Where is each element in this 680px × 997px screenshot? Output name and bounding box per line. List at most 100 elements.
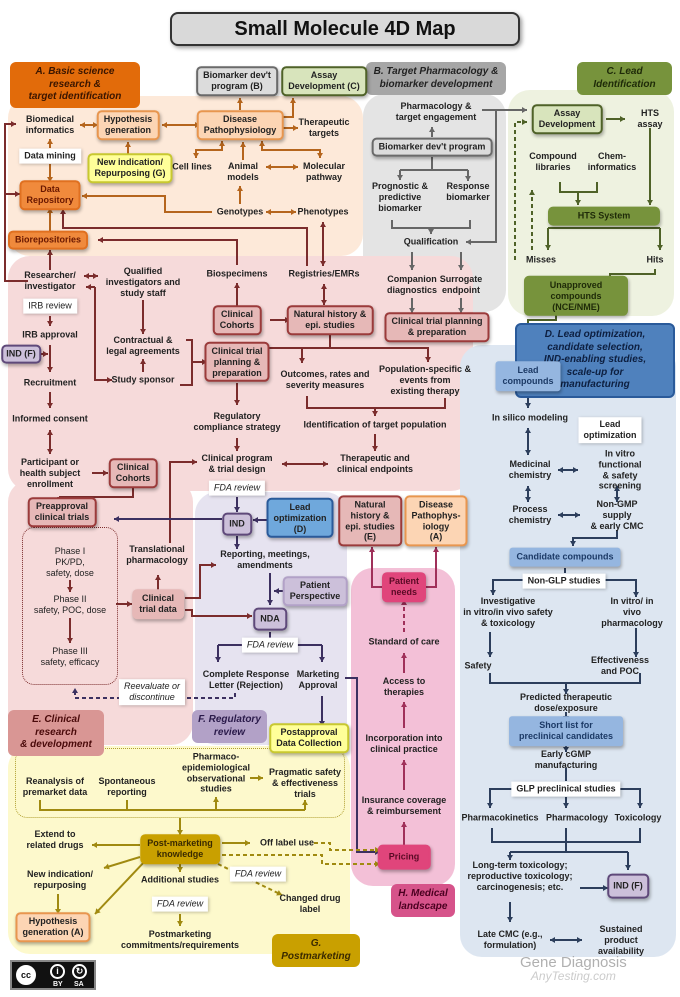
toxicology-node: Toxicology	[614, 812, 662, 823]
therapeutic-targets-node: Therapeutic targets	[298, 117, 350, 138]
candidate-compounds-node: Candidate compounds	[509, 547, 621, 567]
connector-line	[94, 859, 147, 915]
arrowhead	[47, 430, 53, 435]
connector-line	[371, 547, 386, 588]
connector-line	[4, 123, 28, 282]
hts-system-node: HTS System	[548, 206, 660, 226]
connector-line	[268, 347, 429, 362]
off-label-use-node: Off label use	[259, 837, 315, 848]
effectiveness-poc-node: Effectiveness and POC	[590, 655, 650, 676]
biorepositories-node: Biorepositories	[7, 230, 89, 250]
section-label-d: D. Lead optimization, candidate selectio…	[515, 323, 675, 398]
arrowhead	[234, 544, 240, 549]
arrowhead	[267, 600, 273, 605]
arrowhead	[317, 153, 323, 158]
arrowhead	[320, 222, 326, 227]
arrowhead	[211, 562, 216, 568]
natural-history-e-node: Natural history & epi. studies (E)	[338, 495, 402, 547]
arrowhead	[465, 176, 471, 181]
postmarketing-studies-dotted-box	[15, 748, 345, 818]
extend-related-drugs-node: Extend to related drugs	[26, 829, 84, 850]
arrowhead	[245, 840, 250, 846]
arrowhead	[525, 403, 531, 408]
arrowhead	[525, 428, 531, 433]
arrowhead	[274, 588, 279, 594]
arrowhead	[372, 411, 378, 416]
short-list-node: Short list for preclinical candidates	[509, 716, 623, 746]
arrowhead	[293, 125, 298, 131]
arrowhead	[614, 497, 620, 502]
arrowhead	[409, 308, 415, 313]
arrowhead	[234, 507, 240, 512]
clinical-trial-data-node: Clinical trial data	[132, 589, 184, 619]
connector-line	[82, 195, 212, 213]
arrowhead	[47, 208, 53, 213]
investigative-toxicology-node: Investigative in vitro/in vivo safety & …	[463, 595, 553, 628]
arrowhead	[107, 377, 112, 383]
arrowhead	[458, 308, 464, 313]
arrowhead	[47, 403, 53, 408]
arrowhead	[67, 638, 73, 643]
changed-drug-label-node: Changed drug label	[279, 893, 341, 914]
in-silico-node: In silico modeling	[491, 412, 569, 423]
arrowhead	[72, 688, 78, 693]
arrowhead	[575, 512, 580, 518]
arrowhead	[525, 486, 531, 491]
arrowhead	[240, 142, 246, 147]
arrowhead	[15, 191, 20, 197]
hypothesis-generation-a-node: Hypothesis generation (A)	[15, 912, 91, 942]
arrowhead	[320, 261, 326, 266]
section-label-a: A. Basic science research & target ident…	[10, 62, 140, 108]
connector-line	[185, 609, 252, 617]
arrowhead	[563, 747, 569, 752]
glp-studies-node: GLP preclinical studies	[511, 781, 621, 797]
safety-node: Safety	[464, 660, 492, 671]
registries-node: Registries/EMRs	[288, 268, 360, 279]
long-term-toxicology-node: Long-term toxicology; reproductive toxic…	[467, 859, 573, 892]
section-label-e: E. Clinical research & development	[8, 710, 104, 756]
arrowhead	[433, 547, 439, 552]
connector-line	[185, 564, 216, 599]
non-gmp-supply-node: Non-GMP supply & early CMC	[590, 498, 644, 531]
recruitment-node: Recruitment	[23, 377, 77, 388]
arrowhead	[258, 775, 263, 781]
arrowhead	[563, 689, 569, 694]
arrowhead	[193, 153, 199, 158]
pricing-node: Pricing	[377, 844, 431, 870]
arrowhead	[428, 229, 434, 234]
arrowhead	[60, 209, 66, 214]
connector-line	[559, 182, 598, 193]
disease-pathophysiology-a-node: Disease Pathophys- iology (A)	[404, 495, 468, 547]
phases-dotted-box	[22, 527, 118, 685]
connector-line	[180, 339, 193, 386]
arrowhead	[575, 200, 581, 205]
arrowhead	[43, 351, 48, 357]
arrowhead	[401, 760, 407, 765]
hits-node: Hits	[646, 254, 664, 265]
arrowhead	[95, 908, 101, 914]
arrowhead	[219, 141, 225, 146]
arrowhead	[237, 186, 243, 191]
arrowhead	[458, 265, 464, 270]
arrowhead	[47, 250, 53, 255]
marketing-approval-node: Marketing Approval	[296, 669, 340, 690]
disease-pathophysiology-node: Disease Pathophysiology	[196, 110, 284, 140]
arrowhead	[625, 865, 631, 870]
cell-lines-node: Cell lines	[172, 161, 212, 172]
translational-pharmacology-node: Translational pharmacology	[126, 544, 188, 565]
connector-line	[306, 396, 446, 409]
patient-perspective-node: Patient Perspective	[282, 576, 348, 606]
biomedical-informatics-node: Biomedical informatics	[25, 114, 75, 135]
arrowhead	[620, 116, 625, 122]
connector-line	[314, 842, 380, 851]
attribution-icon: i	[50, 964, 65, 979]
phase-1-node: Phase I PK/PD, safety, dose	[46, 545, 94, 578]
process-chemistry-node: Process chemistry	[508, 504, 552, 525]
connector-line	[39, 800, 305, 811]
arrowhead	[266, 164, 271, 170]
natural-history-top-node: Natural history & epi. studies	[286, 305, 374, 335]
irb-review-node: IRB review	[23, 298, 77, 314]
arrowhead	[466, 239, 471, 245]
connector-line	[391, 220, 471, 229]
new-indication-node: New indication/ repurposing	[26, 869, 94, 890]
